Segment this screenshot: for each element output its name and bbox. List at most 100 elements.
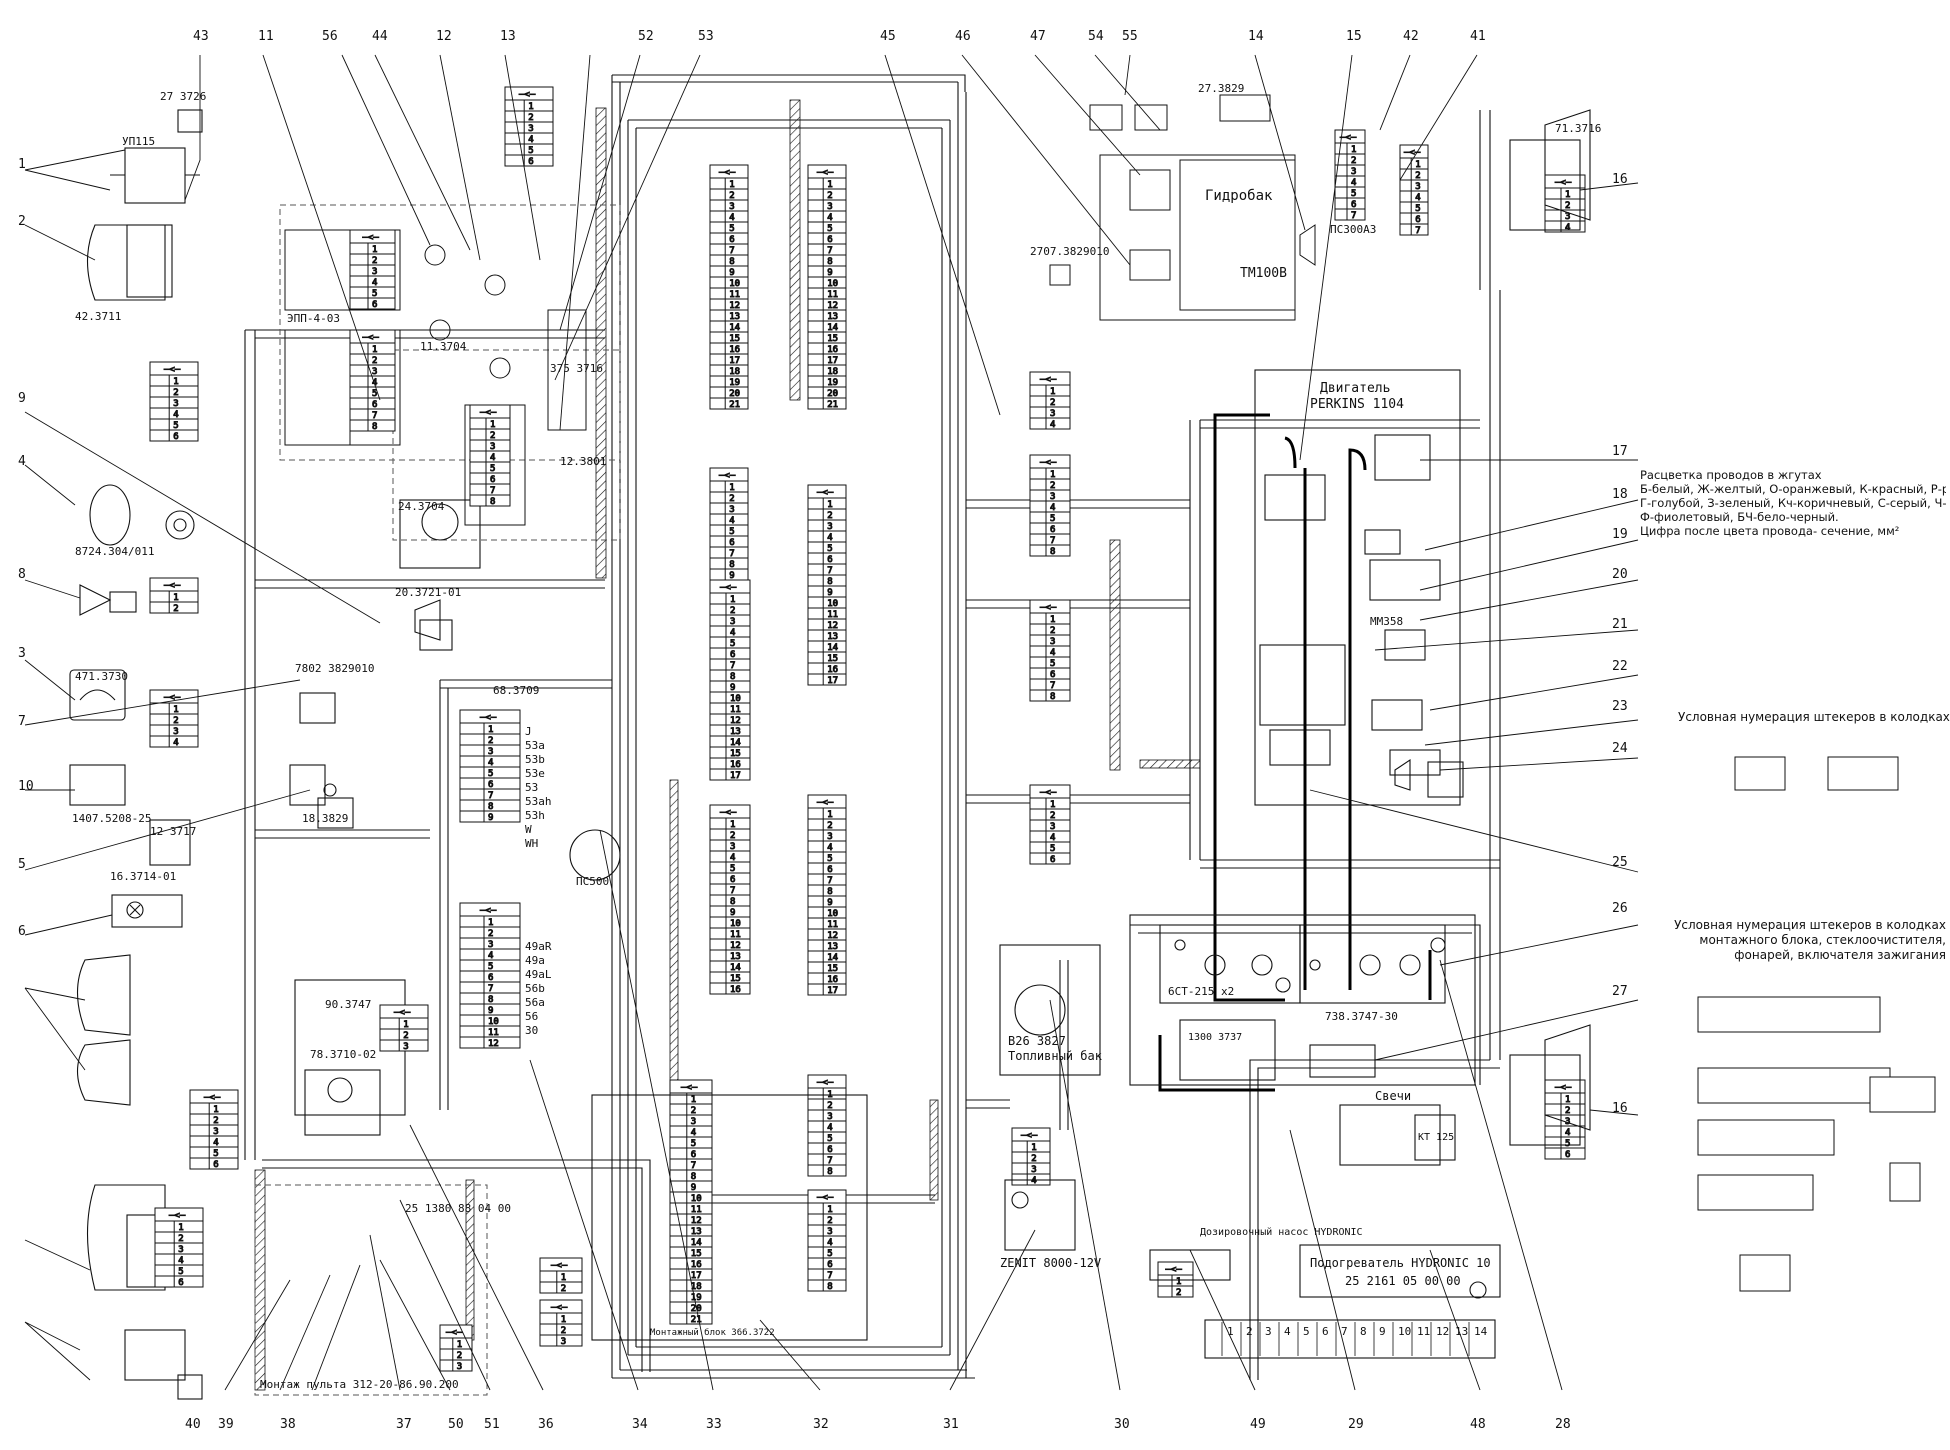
callout-20: 20 [1612,567,1628,582]
callout-3: 3 [18,646,26,661]
callout-48: 48 [1470,1417,1486,1432]
svg-text:—<—: —<— [164,581,181,591]
block68-lower-pin: 56 [525,1010,538,1023]
svg-text:2: 2 [827,1101,832,1111]
svg-text:5: 5 [729,224,734,234]
svg-text:15: 15 [827,654,838,664]
svg-text:4: 4 [1565,223,1570,233]
svg-text:14: 14 [730,963,741,973]
callout-49: 49 [1250,1417,1266,1432]
dashed-boundaries [254,204,621,1396]
svg-text:6: 6 [1565,1150,1570,1160]
svg-text:2: 2 [827,821,832,831]
svg-text:2: 2 [488,929,493,939]
heater-pin: 13 [1455,1325,1468,1338]
svg-text:4: 4 [827,533,832,543]
svg-text:2: 2 [490,431,495,441]
svg-text:6: 6 [173,432,178,442]
svg-text:12: 12 [827,621,838,631]
svg-text:2: 2 [372,356,377,366]
callout-2: 2 [18,214,26,229]
svg-text:6: 6 [827,1145,832,1155]
svg-text:3: 3 [561,1337,566,1347]
svg-text:15: 15 [730,974,741,984]
svg-text:7: 7 [729,549,734,559]
part-code-label: 1407.5208-25 [72,812,151,825]
svg-text:1: 1 [173,377,178,387]
block68-pin: J [525,725,532,738]
svg-text:2: 2 [730,606,735,616]
svg-text:—<—: —<— [719,471,736,481]
svg-text:—<—: —<— [394,1008,411,1018]
svg-text:—<—: —<— [1340,133,1357,143]
callout-16: 16 [1612,172,1628,187]
svg-text:—<—: —<— [519,90,536,100]
svg-text:2: 2 [173,604,178,614]
svg-text:5: 5 [488,962,493,972]
part-code-label: 7802 3829010 [295,662,374,675]
svg-text:13: 13 [691,1227,702,1237]
svg-text:6: 6 [827,865,832,875]
part-code-label: 20.3721-01 [395,586,461,599]
svg-text:6: 6 [827,235,832,245]
svg-text:16: 16 [827,975,838,985]
part-code-label: 375 3716 [550,362,603,375]
part-code-label: 25 1380 88 04 00 [405,1202,511,1215]
callout-9: 9 [18,391,26,406]
block68-pin: 53 [525,781,538,794]
svg-text:5: 5 [691,1139,696,1149]
component-labels: Гидробак ТМ100В Двигатель PERKINS 1104 Т… [260,188,1491,1391]
svg-text:5: 5 [730,639,735,649]
svg-text:11: 11 [729,290,740,300]
power-cables [1158,413,1432,1092]
part-code-label: 68.3709 [493,684,539,697]
svg-text:6: 6 [1050,525,1055,535]
svg-text:—<—: —<— [164,365,181,375]
svg-text:1: 1 [173,705,178,715]
svg-text:5: 5 [1050,514,1055,524]
connector-block: —<—123 [539,1299,583,1348]
harness-trunks [244,74,1501,1380]
svg-text:5: 5 [372,289,377,299]
svg-text:3: 3 [1031,1165,1036,1175]
callout-32: 32 [813,1417,829,1432]
svg-text:15: 15 [729,334,740,344]
part-code-label: 8724.304/011 [75,545,154,558]
svg-text:14: 14 [730,738,741,748]
svg-text:2: 2 [1050,626,1055,636]
svg-text:2: 2 [729,191,734,201]
svg-text:8: 8 [729,560,734,570]
svg-text:6: 6 [1050,670,1055,680]
svg-text:2: 2 [178,1234,183,1244]
svg-text:4: 4 [729,516,734,526]
callout-33: 33 [706,1417,722,1432]
callout-56: 56 [322,29,338,44]
svg-text:1: 1 [729,483,734,493]
svg-text:6: 6 [1050,855,1055,865]
svg-text:21: 21 [691,1315,702,1325]
svg-text:11: 11 [730,705,741,715]
ps500-label: ПС500 [576,875,609,888]
svg-text:1: 1 [528,102,533,112]
svg-text:17: 17 [827,676,838,686]
svg-text:18: 18 [729,367,740,377]
callout-54: 54 [1088,29,1104,44]
svg-text:19: 19 [691,1293,702,1303]
svg-text:20: 20 [827,389,838,399]
svg-text:6: 6 [488,780,493,790]
svg-text:4: 4 [827,843,832,853]
svg-text:17: 17 [827,986,838,996]
callout-50: 50 [448,1417,464,1432]
svg-text:3: 3 [490,442,495,452]
svg-text:—<—: —<— [817,1193,834,1203]
svg-text:4: 4 [827,213,832,223]
svg-text:12: 12 [488,1039,499,1049]
svg-text:2: 2 [730,831,735,841]
svg-text:13: 13 [729,312,740,322]
part-code-label: 12.3801 [560,455,606,468]
svg-text:5: 5 [827,224,832,234]
svg-text:8: 8 [730,897,735,907]
